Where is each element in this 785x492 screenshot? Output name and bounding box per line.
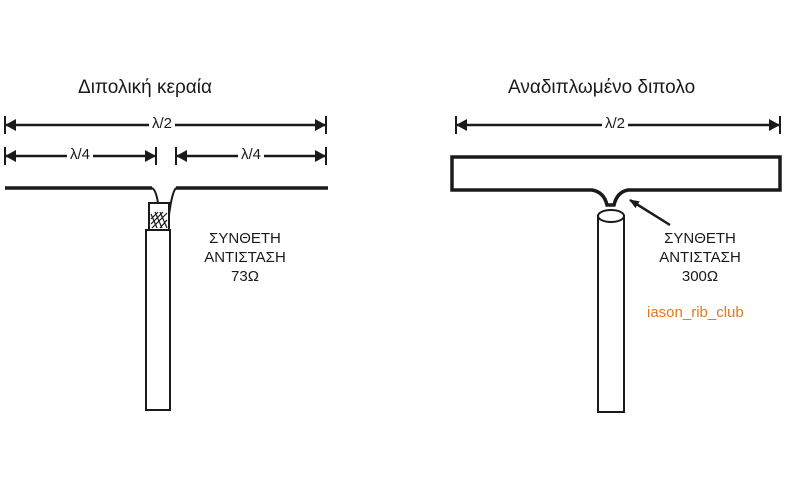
right-half-dim-arrow-right bbox=[315, 150, 326, 162]
right-diagram-title: Αναδιπλωμένο διπολο bbox=[508, 77, 696, 98]
left-half-dim-arrow-right bbox=[145, 150, 156, 162]
left-full-dim-arrow-right bbox=[315, 119, 326, 131]
right-impedance-label: ΣΥΝΘΕΤΗ ΑΝΤΙΣΤΑΣΗ 300Ω bbox=[635, 229, 765, 286]
dipole-left-feed-wire bbox=[151, 187, 159, 204]
left-half-length-label: λ/4 bbox=[67, 146, 94, 163]
right-half-length-label: λ/4 bbox=[238, 146, 265, 163]
watermark-text: iason_rib_club bbox=[647, 304, 744, 321]
left-impedance-value: 73Ω bbox=[231, 268, 259, 285]
twin-lead-feeder bbox=[597, 215, 625, 413]
coax-braid-hatch bbox=[150, 211, 168, 229]
folded-full-length-label: λ/2 bbox=[602, 115, 629, 132]
left-impedance-label: ΣΥΝΘΕΤΗ ΑΝΤΙΣΤΑΣΗ 73Ω bbox=[180, 229, 310, 286]
folded-dipole-group bbox=[450, 116, 782, 413]
twin-lead-top bbox=[597, 209, 625, 223]
dipole-right-feed-wire bbox=[168, 187, 177, 216]
right-half-dim-arrow-left bbox=[176, 150, 187, 162]
left-impedance-line2: ΑΝΤΙΣΤΑΣΗ bbox=[204, 249, 286, 266]
left-half-dim-arrow-left bbox=[5, 150, 16, 162]
right-impedance-value: 300Ω bbox=[681, 268, 719, 285]
folded-dipole-element bbox=[450, 155, 782, 207]
right-impedance-line2: ΑΝΤΙΣΤΑΣΗ bbox=[659, 249, 741, 266]
left-impedance-line1: ΣΥΝΘΕΤΗ bbox=[209, 230, 281, 247]
folded-full-dim-arrow-right bbox=[769, 119, 780, 131]
left-dipole-group bbox=[4, 116, 328, 411]
left-diagram-title: Διπολική κεραία bbox=[78, 77, 212, 98]
left-full-length-label: λ/2 bbox=[149, 115, 176, 132]
left-full-dim-arrow-left bbox=[5, 119, 16, 131]
impedance-pointer-arrow bbox=[629, 198, 671, 227]
folded-full-dim-arrow-left bbox=[456, 119, 467, 131]
right-impedance-line1: ΣΥΝΘΕΤΗ bbox=[664, 230, 736, 247]
coax-cable bbox=[145, 229, 171, 411]
